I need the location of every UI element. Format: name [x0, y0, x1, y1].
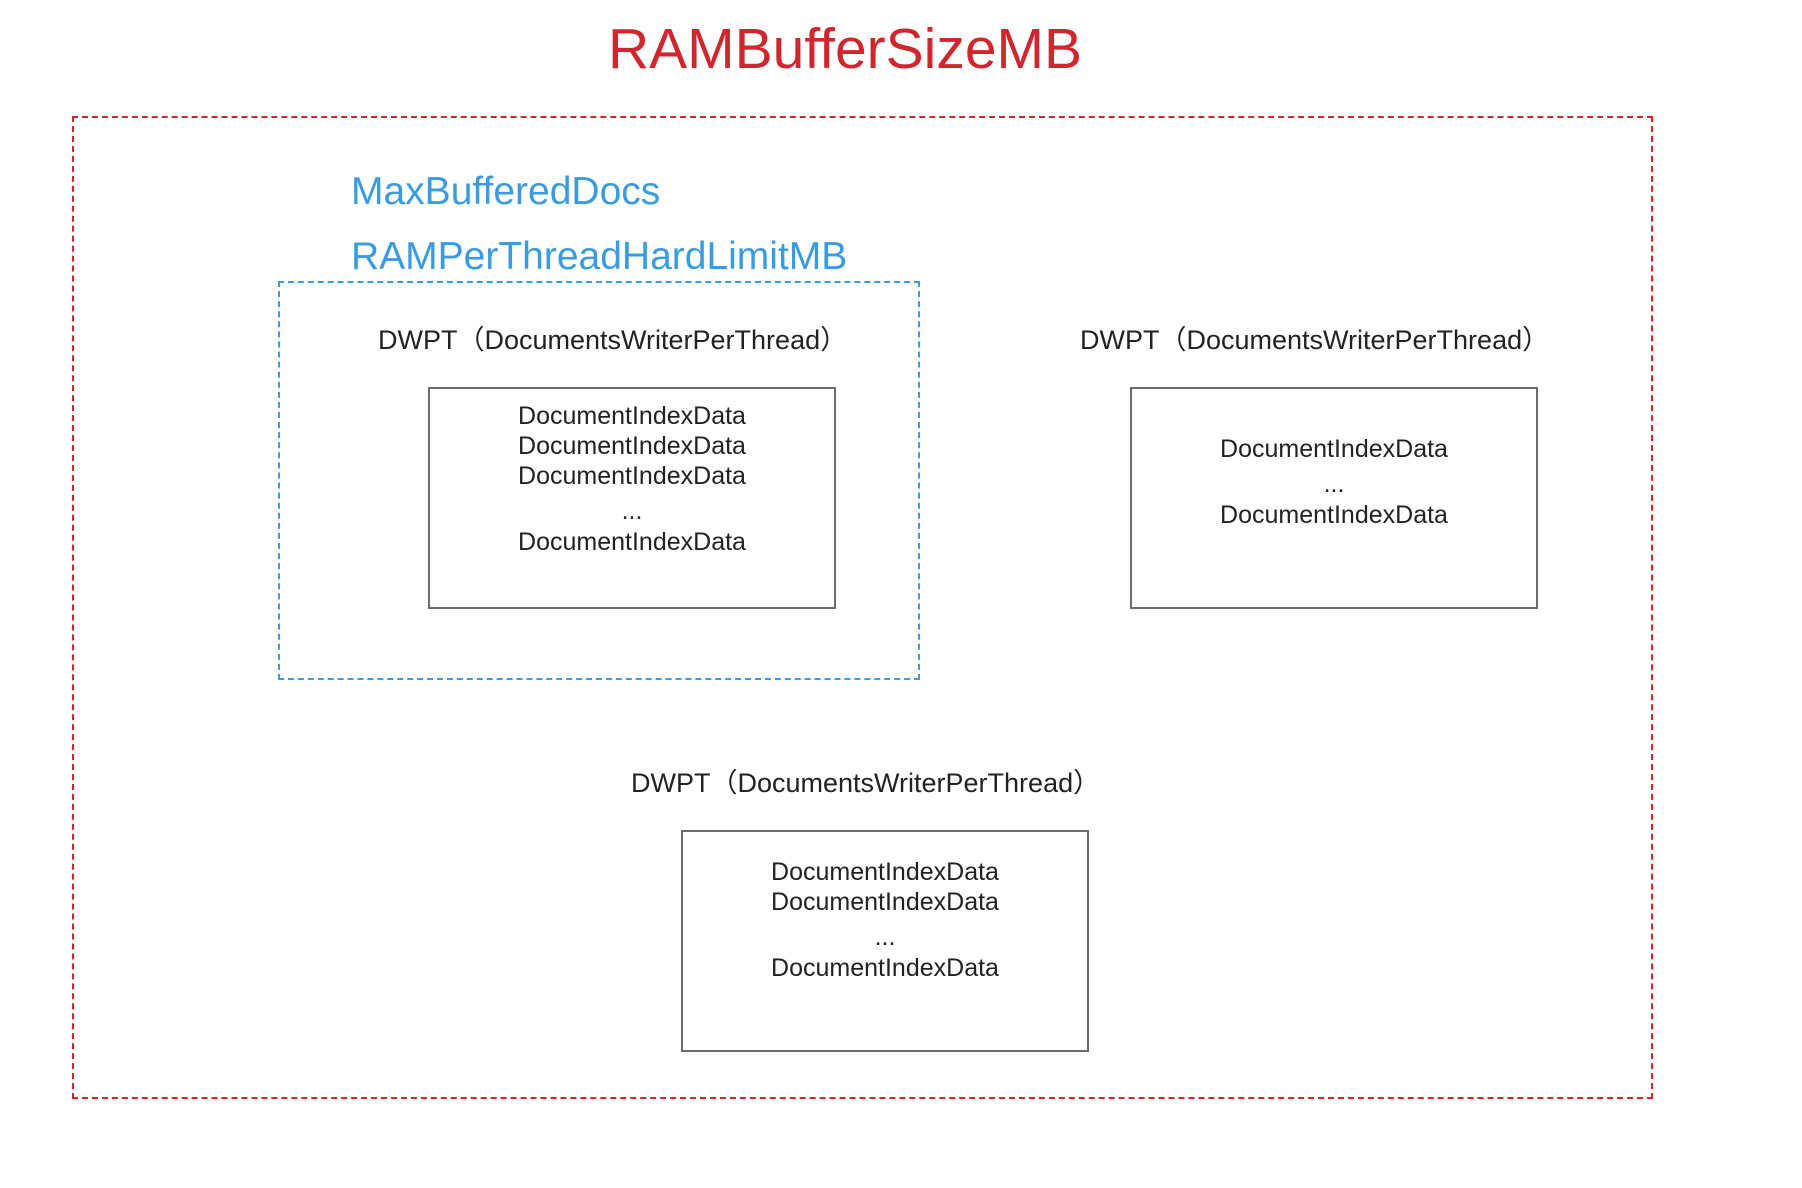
- ram-per-thread-label: RAMPerThreadHardLimitMB: [351, 235, 848, 278]
- ellipsis: ...: [621, 497, 643, 525]
- dwpt-label-3: DWPT（DocumentsWriterPerThread）: [631, 768, 1101, 798]
- ram-buffer-size-title: RAMBufferSizeMB: [607, 17, 1083, 81]
- document-index-data: DocumentIndexData: [1220, 435, 1448, 463]
- document-index-data: DocumentIndexData: [518, 432, 746, 460]
- document-index-data: DocumentIndexData: [771, 858, 999, 886]
- ellipsis: ...: [1323, 470, 1345, 498]
- per-thread-limit-boundary: [278, 281, 920, 680]
- max-buffered-docs-label: MaxBufferedDocs: [351, 170, 661, 213]
- dwpt-1-document-list: DocumentIndexData DocumentIndexData Docu…: [430, 401, 834, 557]
- document-index-data: DocumentIndexData: [518, 462, 746, 490]
- ellipsis: ...: [874, 923, 896, 951]
- dwpt-label-1: DWPT（DocumentsWriterPerThread）: [378, 325, 848, 355]
- document-index-data: DocumentIndexData: [1220, 501, 1448, 529]
- document-index-data: DocumentIndexData: [771, 954, 999, 982]
- dwpt-box-3: DocumentIndexData DocumentIndexData ... …: [681, 830, 1089, 1052]
- document-index-data: DocumentIndexData: [518, 528, 746, 556]
- dwpt-3-document-list: DocumentIndexData DocumentIndexData ... …: [683, 857, 1087, 983]
- dwpt-label-2: DWPT（DocumentsWriterPerThread）: [1080, 325, 1550, 355]
- dwpt-box-2: DocumentIndexData ... DocumentIndexData: [1130, 387, 1538, 609]
- document-index-data: DocumentIndexData: [771, 888, 999, 916]
- ram-buffer-boundary: [72, 116, 1653, 1099]
- dwpt-box-1: DocumentIndexData DocumentIndexData Docu…: [428, 387, 836, 609]
- document-index-data: DocumentIndexData: [518, 402, 746, 430]
- dwpt-2-document-list: DocumentIndexData ... DocumentIndexData: [1132, 434, 1536, 530]
